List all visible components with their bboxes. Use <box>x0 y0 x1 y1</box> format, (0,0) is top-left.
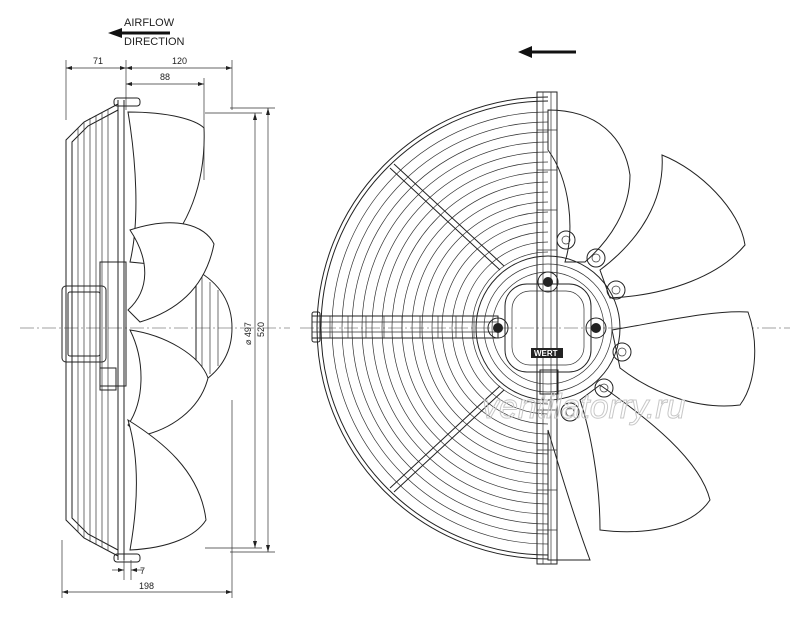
vertical-dimensions: ⌀ 497 520 <box>205 107 275 553</box>
airflow-arrow-head <box>108 28 122 38</box>
front-guard <box>311 96 549 560</box>
dim-7: 7 <box>140 566 145 576</box>
front-blades <box>547 109 756 561</box>
side-motor <box>61 261 233 391</box>
side-view: 71 120 88 ⌀ 497 520 <box>20 56 290 598</box>
airflow-label-line2: DIRECTION <box>124 36 185 48</box>
dim-120: 120 <box>172 56 187 66</box>
side-blades <box>127 111 215 551</box>
dim-520: 520 <box>256 322 266 337</box>
watermark: ventilatorry.ru <box>482 388 686 426</box>
front-view: WERT ventilatorry.ru <box>300 46 790 565</box>
front-vertical-bar <box>536 91 558 565</box>
hub-bolts <box>556 230 632 422</box>
airflow-label-line1: AIRFLOW <box>124 17 175 29</box>
brand-plate <box>531 348 563 358</box>
front-hub: WERT <box>475 230 632 422</box>
dim-88: 88 <box>160 72 170 82</box>
side-guard <box>65 97 141 563</box>
airflow-direction-indicator: AIRFLOW DIRECTION <box>108 17 185 48</box>
rotation-arrow <box>518 46 576 58</box>
brand-label: WERT <box>534 349 558 358</box>
bottom-dimensions: 7 198 <box>61 400 233 598</box>
dim-198: 198 <box>139 581 154 591</box>
dim-71: 71 <box>93 56 103 66</box>
dim-497: ⌀ 497 <box>243 322 253 345</box>
